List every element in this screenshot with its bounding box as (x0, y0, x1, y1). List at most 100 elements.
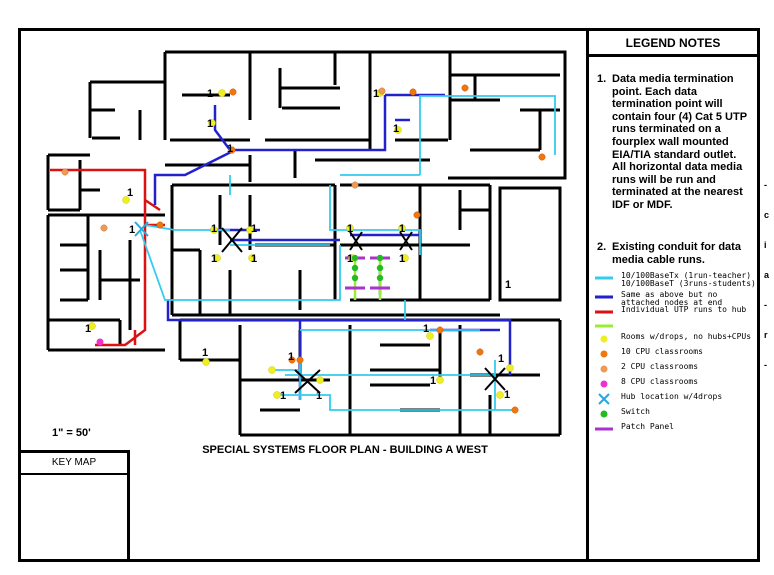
termination-point-label: 1 (129, 224, 135, 236)
drop-marker (248, 254, 256, 262)
legend-symbol (595, 427, 613, 431)
drop-marker (436, 376, 444, 384)
switch-markers (351, 254, 384, 282)
legend-label: 10 CPU classrooms (621, 347, 703, 356)
legend-symbol-shape (600, 335, 608, 343)
legend-label: Switch (621, 407, 650, 416)
note-number: 2. (597, 241, 607, 253)
cpu10-marker (538, 153, 546, 161)
legend-label: Hub location w/4drops (621, 392, 723, 401)
legend-note-2: 2. Existing conduit for data media cable… (597, 241, 749, 266)
cpu2-marker (100, 224, 108, 232)
legend-item (595, 319, 755, 333)
drop-marker (401, 254, 409, 262)
termination-point-label: 1 (373, 88, 379, 100)
legend-symbol-shape (600, 410, 608, 418)
termination-point-label: 1 (207, 88, 213, 100)
drop-marker (202, 358, 210, 366)
drop-marker (506, 364, 514, 372)
legend-item: Rooms w/drops, no hubs+CPUs (595, 332, 755, 346)
drop-marker (122, 196, 130, 204)
legend-label: 8 CPU classrooms (621, 377, 699, 386)
side-mark: - (764, 360, 767, 370)
cpu2-marker (351, 181, 359, 189)
side-mark: - (764, 300, 767, 310)
legend-label: Rooms w/drops, no hubs+CPUs (621, 332, 752, 341)
switch-marker (376, 254, 384, 262)
legend-symbol-shape (598, 393, 610, 405)
cpu10-marker (229, 88, 237, 96)
side-mark: - (764, 180, 767, 190)
switch-marker (376, 264, 384, 272)
legend-symbol (595, 276, 613, 280)
drop-marker (273, 391, 281, 399)
legend-symbol (600, 335, 608, 343)
key-map-title: KEY MAP (21, 453, 127, 475)
legend-item: Patch Panel (595, 422, 755, 436)
termination-point-label: 1 (280, 390, 286, 402)
legend-item: Same as above but no attached nodes at e… (595, 290, 755, 307)
side-mark: i (764, 240, 767, 250)
termination-point-label: 1 (430, 375, 436, 387)
cable-runs-blue (153, 93, 512, 400)
drop-marker (426, 332, 434, 340)
switch-marker (351, 264, 359, 272)
cpu10-marker (476, 348, 484, 356)
termination-point-label: 1 (505, 279, 511, 291)
cpu2-marker (61, 168, 69, 176)
side-mark: a (764, 270, 770, 280)
termination-point-label: 1 (202, 347, 208, 359)
drop-marker (88, 322, 96, 330)
drop-marker (268, 366, 276, 374)
termination-point-label: 1 (399, 253, 405, 265)
building-walls (46, 50, 567, 437)
cpu10-marker (288, 356, 296, 364)
note-text: Data media termination point. Each data … (612, 73, 747, 211)
drop-marker (208, 119, 216, 127)
legend-label: Same as above but no attached nodes at e… (621, 290, 723, 308)
legend-item: 2 CPU classrooms (595, 362, 755, 376)
legend-symbol (598, 393, 610, 405)
switch-marker (351, 274, 359, 282)
drop-marker (246, 226, 254, 234)
legend-symbol (600, 350, 608, 358)
termination-point-label: 1 (251, 253, 257, 265)
cable-runs-green (353, 255, 382, 300)
cpu8-marker (96, 338, 104, 346)
termination-point-label: 1 (504, 389, 510, 401)
legend-item: Individual UTP runs to hub (595, 305, 755, 319)
plan-title: SPECIAL SYSTEMS FLOOR PLAN - BUILDING A … (202, 444, 488, 456)
termination-point-label: 1 (227, 143, 233, 155)
switch-marker (351, 254, 359, 262)
drop-marker (496, 391, 504, 399)
termination-point-label: 1 (288, 351, 294, 363)
ten-cpu-classroom-markers (156, 84, 546, 414)
legend-label: Individual UTP runs to hub (621, 305, 747, 314)
legend-symbol (595, 310, 613, 314)
switch-marker (376, 274, 384, 282)
legend-label: 2 CPU classrooms (621, 362, 699, 371)
scale-label: 1" = 50' (52, 427, 91, 439)
cpu10-marker (461, 84, 469, 92)
termination-point-label: 1 (127, 187, 133, 199)
drop-marker (210, 226, 218, 234)
cpu10-marker (413, 211, 421, 219)
legend-symbol (595, 324, 613, 328)
cpu10-marker (228, 146, 236, 154)
termination-point-label: 1 (211, 253, 217, 265)
legend-symbol (595, 295, 613, 299)
legend-symbol-shape (600, 380, 608, 388)
termination-point-label: 1 (498, 353, 504, 365)
side-mark: r (764, 330, 768, 340)
legend-title: LEGEND NOTES (589, 31, 757, 57)
legend-item: 8 CPU classrooms (595, 377, 755, 391)
legend-panel: LEGEND NOTES 1. Data media termination p… (586, 28, 760, 562)
termination-point-label: 1 (399, 223, 405, 235)
legend-item: Hub location w/4drops (595, 392, 755, 406)
rooms-with-drops-markers (88, 89, 514, 399)
legend-note-1: 1. Data media termination point. Each da… (597, 73, 749, 212)
side-mark: c (764, 210, 770, 220)
cable-runs-cyan (139, 95, 556, 411)
termination-point-label: 1 (347, 253, 353, 265)
